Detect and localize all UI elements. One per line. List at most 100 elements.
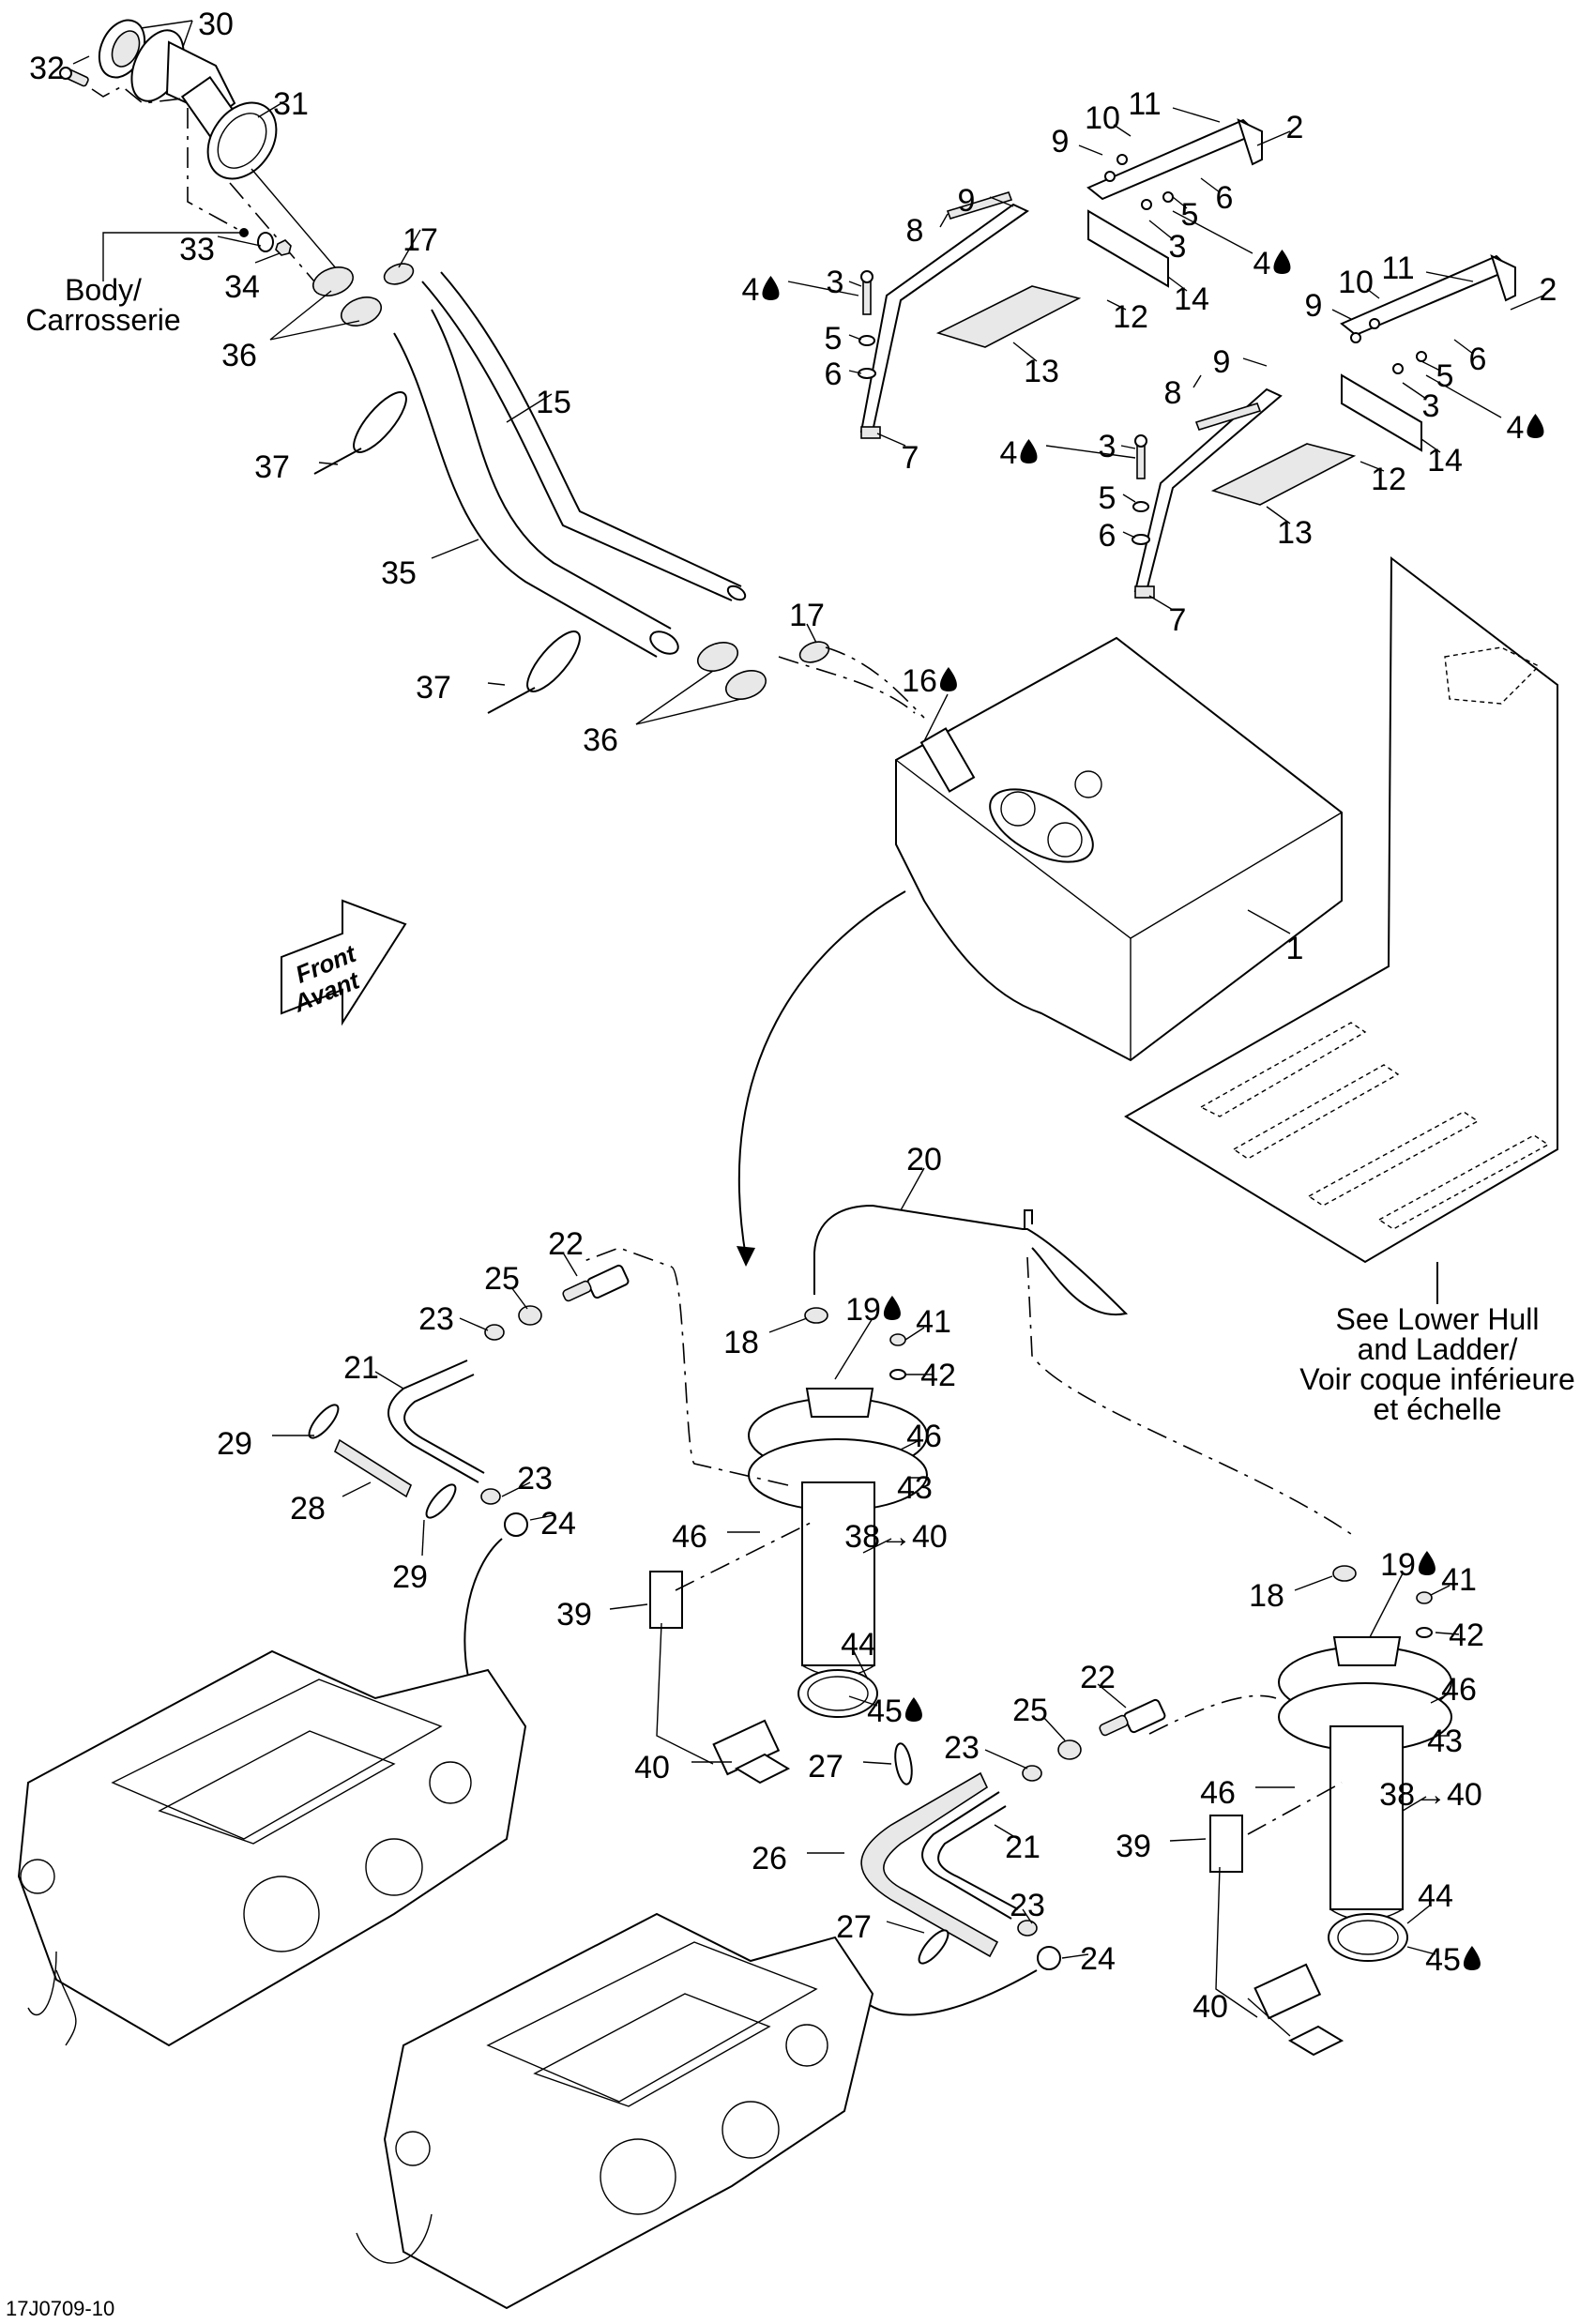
callout-44a[interactable]: 44: [841, 1627, 876, 1663]
fuel-pump-assembly-part[interactable]: [748, 1388, 928, 1677]
callout-19a[interactable]: 19: [845, 1292, 881, 1328]
callout-6d[interactable]: 6: [1099, 518, 1116, 554]
callout-18a[interactable]: 18: [723, 1325, 759, 1360]
callout-11a[interactable]: 11: [1128, 86, 1161, 122]
vent-line-part[interactable]: [813, 1204, 1129, 1316]
callout-38a[interactable]: 38→40: [844, 1519, 948, 1555]
strap-bolts[interactable]: [858, 154, 1427, 545]
connector-clip-part[interactable]: [1057, 1739, 1082, 1760]
callout-2b[interactable]: 2: [1540, 272, 1557, 308]
callout-46b[interactable]: 46: [672, 1519, 707, 1555]
callout-23a[interactable]: 23: [418, 1301, 454, 1337]
small-clamp-part[interactable]: [480, 1324, 505, 1505]
callout-24b[interactable]: 24: [1080, 1941, 1116, 1977]
callout-31[interactable]: 31: [273, 86, 309, 122]
tank-strap-part[interactable]: [1133, 254, 1516, 599]
callout-20[interactable]: 20: [906, 1142, 942, 1177]
sender-part[interactable]: [1209, 1815, 1322, 2020]
cable-tie-part[interactable]: [305, 1401, 461, 1522]
connector-clip-part[interactable]: [518, 1305, 542, 1326]
callout-9d[interactable]: 9: [1213, 344, 1231, 380]
callout-17b[interactable]: 17: [789, 598, 825, 633]
callout-25b[interactable]: 25: [1012, 1693, 1048, 1728]
cable-tie-part[interactable]: [892, 1742, 952, 1967]
callout-36a[interactable]: 36: [221, 338, 257, 373]
callout-4c[interactable]: 4: [1507, 410, 1525, 446]
callout-23c[interactable]: 23: [944, 1730, 980, 1766]
callout-30[interactable]: 30: [198, 7, 234, 42]
cable-tie-part[interactable]: [487, 624, 587, 714]
vent-hose-part[interactable]: [421, 271, 748, 602]
fuel-pump-assembly-part[interactable]: [1278, 1636, 1452, 1921]
callout-35[interactable]: 35: [381, 555, 417, 591]
callout-13a[interactable]: 13: [1024, 354, 1059, 389]
fuel-fitting-part[interactable]: [504, 1512, 528, 1537]
callout-8b[interactable]: 8: [1164, 375, 1182, 411]
callout-46a[interactable]: 46: [906, 1419, 942, 1454]
filter-part[interactable]: [734, 1753, 791, 1785]
callout-6a[interactable]: 6: [1216, 180, 1234, 216]
callout-24a[interactable]: 24: [540, 1506, 576, 1542]
pump-nut-part[interactable]: [1416, 1591, 1433, 1638]
callout-18b[interactable]: 18: [1249, 1578, 1284, 1614]
quick-connect-part[interactable]: [1099, 1698, 1166, 1737]
callout-14a[interactable]: 14: [1174, 281, 1209, 317]
callout-1[interactable]: 1: [1286, 931, 1304, 966]
filter-part[interactable]: [1287, 2025, 1344, 2057]
callout-3b[interactable]: 3: [827, 265, 844, 300]
pump-clamp-part[interactable]: [1332, 1565, 1357, 1582]
pump-nut-part[interactable]: [889, 1333, 906, 1380]
callout-36b[interactable]: 36: [583, 722, 618, 758]
filler-gasket-part[interactable]: [194, 90, 291, 192]
callout-9b[interactable]: 9: [958, 183, 976, 219]
screw-part[interactable]: [59, 67, 89, 87]
callout-44b[interactable]: 44: [1418, 1878, 1453, 1914]
quick-connect-part[interactable]: [562, 1264, 630, 1302]
callout-15[interactable]: 15: [536, 385, 571, 420]
callout-40a[interactable]: 40: [634, 1750, 670, 1785]
callout-34[interactable]: 34: [224, 269, 260, 305]
callout-39b[interactable]: 39: [1116, 1829, 1151, 1864]
callout-23d[interactable]: 23: [1010, 1888, 1045, 1923]
callout-5a[interactable]: 5: [1181, 197, 1199, 233]
callout-5d[interactable]: 5: [1099, 480, 1116, 516]
callout-6b[interactable]: 6: [825, 357, 843, 392]
callout-32[interactable]: 32: [29, 51, 65, 86]
callout-6c[interactable]: 6: [1469, 342, 1487, 377]
callout-3d[interactable]: 3: [1099, 429, 1116, 464]
strap-pad-part[interactable]: [935, 285, 1357, 506]
callout-7b[interactable]: 7: [1169, 602, 1187, 638]
callout-39a[interactable]: 39: [556, 1597, 592, 1633]
callout-4a[interactable]: 4: [1253, 246, 1271, 281]
washer-part[interactable]: [257, 232, 274, 252]
lock-ring-part[interactable]: [1328, 1913, 1408, 1962]
callout-21a[interactable]: 21: [343, 1350, 379, 1386]
fuel-tank-part[interactable]: [895, 636, 1343, 1062]
callout-25a[interactable]: 25: [484, 1261, 520, 1297]
callout-3c[interactable]: 3: [1422, 388, 1440, 424]
callout-41b[interactable]: 41: [1441, 1562, 1477, 1598]
callout-29b[interactable]: 29: [392, 1559, 428, 1595]
callout-37a[interactable]: 37: [254, 449, 290, 485]
protective-sleeve-part[interactable]: [860, 1771, 999, 1958]
callout-42b[interactable]: 42: [1449, 1618, 1484, 1653]
callout-5b[interactable]: 5: [825, 321, 843, 357]
callout-17a[interactable]: 17: [403, 222, 438, 258]
callout-43b[interactable]: 43: [1427, 1724, 1463, 1759]
fill-hose-part[interactable]: [393, 309, 682, 659]
callout-3a[interactable]: 3: [1169, 229, 1187, 265]
callout-21b[interactable]: 21: [1005, 1830, 1041, 1865]
callout-12a[interactable]: 12: [1113, 299, 1148, 335]
sender-part[interactable]: [649, 1571, 781, 1776]
callout-22a[interactable]: 22: [548, 1226, 584, 1262]
small-clamp-part[interactable]: [1017, 1765, 1042, 1937]
callout-11b[interactable]: 11: [1381, 251, 1414, 286]
fuel-hose-part[interactable]: [921, 1791, 1019, 1920]
callout-2a[interactable]: 2: [1286, 110, 1304, 145]
callout-38b[interactable]: 38→40: [1379, 1777, 1482, 1813]
callout-14b[interactable]: 14: [1427, 443, 1463, 478]
cable-tie-part[interactable]: [313, 385, 414, 475]
filler-cap-ring-part[interactable]: [91, 13, 154, 85]
pump-clamp-part[interactable]: [804, 1307, 828, 1324]
callout-46c[interactable]: 46: [1441, 1672, 1477, 1708]
